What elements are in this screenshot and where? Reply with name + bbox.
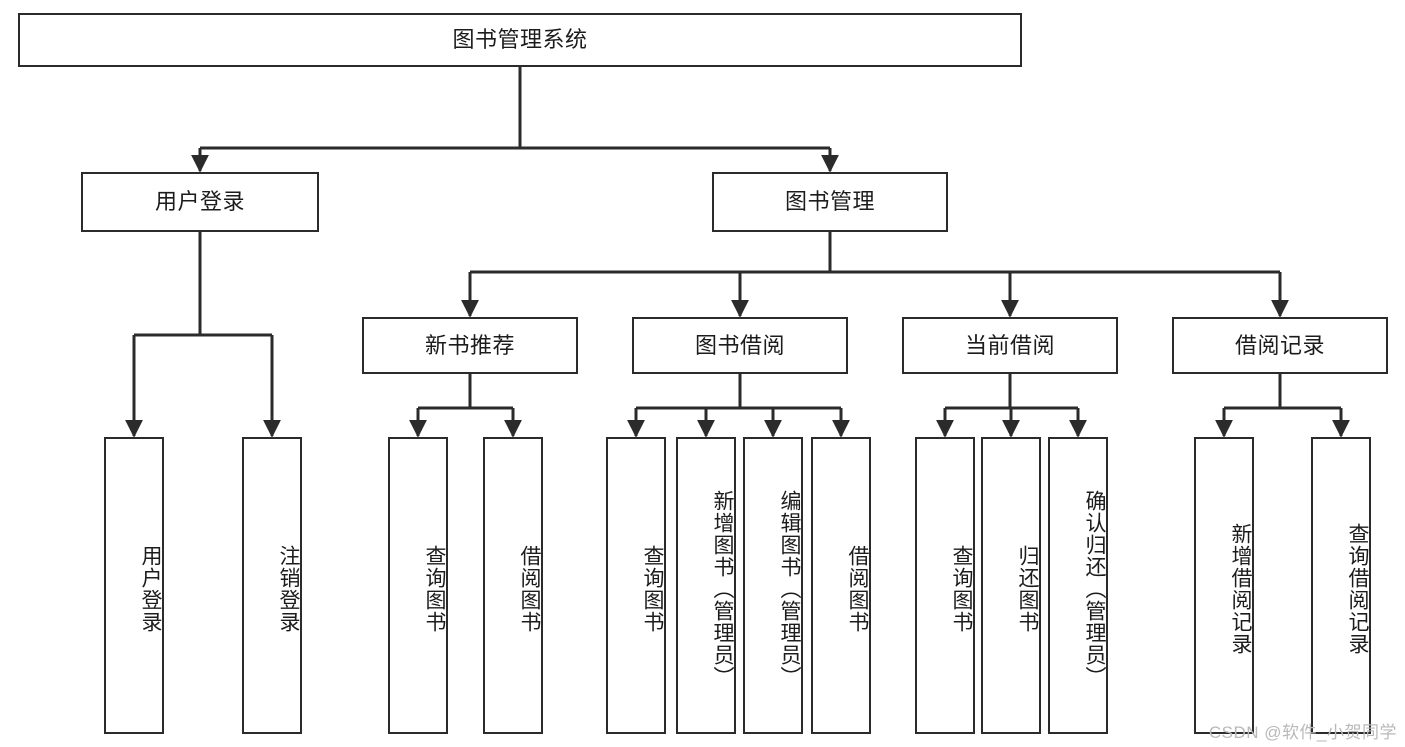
- node-leaf-add-borrow-record[interactable]: 新增借阅记录: [1194, 437, 1254, 734]
- node-leaf-return-book[interactable]: 归还图书: [981, 437, 1041, 734]
- node-label: 图书借阅: [694, 332, 785, 358]
- node-book-manage[interactable]: 图书管理: [712, 172, 948, 232]
- node-label: 查询图书: [641, 544, 664, 633]
- node-leaf-query-book-borrow[interactable]: 查询图书: [606, 437, 666, 734]
- node-leaf-query-borrow-record[interactable]: 查询借阅记录: [1311, 437, 1371, 734]
- node-leaf-user-logout[interactable]: 注销登录: [242, 437, 302, 734]
- node-label: 查询借阅记录: [1346, 522, 1369, 655]
- node-leaf-edit-book-admin[interactable]: 编辑图书（管理员）: [743, 437, 803, 734]
- node-leaf-query-book-current[interactable]: 查询图书: [915, 437, 975, 734]
- node-label: 确认归还（管理员）: [1083, 489, 1106, 688]
- node-new-book-rec[interactable]: 新书推荐: [362, 317, 578, 374]
- node-root[interactable]: 图书管理系统: [18, 13, 1022, 67]
- node-label: 新增图书（管理员）: [711, 489, 734, 688]
- node-label: 图书管理系统: [452, 27, 588, 52]
- watermark-text: CSDN @软件_小贺同学: [1208, 723, 1397, 742]
- node-current-borrow[interactable]: 当前借阅: [902, 317, 1118, 374]
- node-leaf-add-book-admin[interactable]: 新增图书（管理员）: [676, 437, 736, 734]
- node-label: 归还图书: [1016, 544, 1039, 633]
- node-label: 注销登录: [277, 544, 300, 633]
- node-label: 图书管理: [784, 189, 875, 214]
- node-leaf-borrow-book-rec[interactable]: 借阅图书: [483, 437, 543, 734]
- node-label: 用户登录: [139, 544, 162, 633]
- node-leaf-confirm-return-admin[interactable]: 确认归还（管理员）: [1048, 437, 1108, 734]
- node-book-borrow[interactable]: 图书借阅: [632, 317, 848, 374]
- node-label: 查询图书: [950, 544, 973, 633]
- node-leaf-user-login[interactable]: 用户登录: [104, 437, 164, 734]
- node-label: 新书推荐: [424, 332, 515, 358]
- node-user-login[interactable]: 用户登录: [81, 172, 319, 232]
- node-leaf-query-book-rec[interactable]: 查询图书: [388, 437, 448, 734]
- node-label: 用户登录: [154, 189, 245, 214]
- node-leaf-borrow-book[interactable]: 借阅图书: [811, 437, 871, 734]
- node-label: 编辑图书（管理员）: [778, 489, 801, 688]
- node-label: 借阅图书: [846, 544, 869, 633]
- node-label: 当前借阅: [964, 332, 1055, 358]
- node-label: 新增借阅记录: [1229, 522, 1252, 655]
- node-label: 借阅图书: [518, 544, 541, 633]
- node-borrow-record[interactable]: 借阅记录: [1172, 317, 1388, 374]
- node-label: 查询图书: [423, 544, 446, 633]
- node-label: 借阅记录: [1234, 332, 1325, 358]
